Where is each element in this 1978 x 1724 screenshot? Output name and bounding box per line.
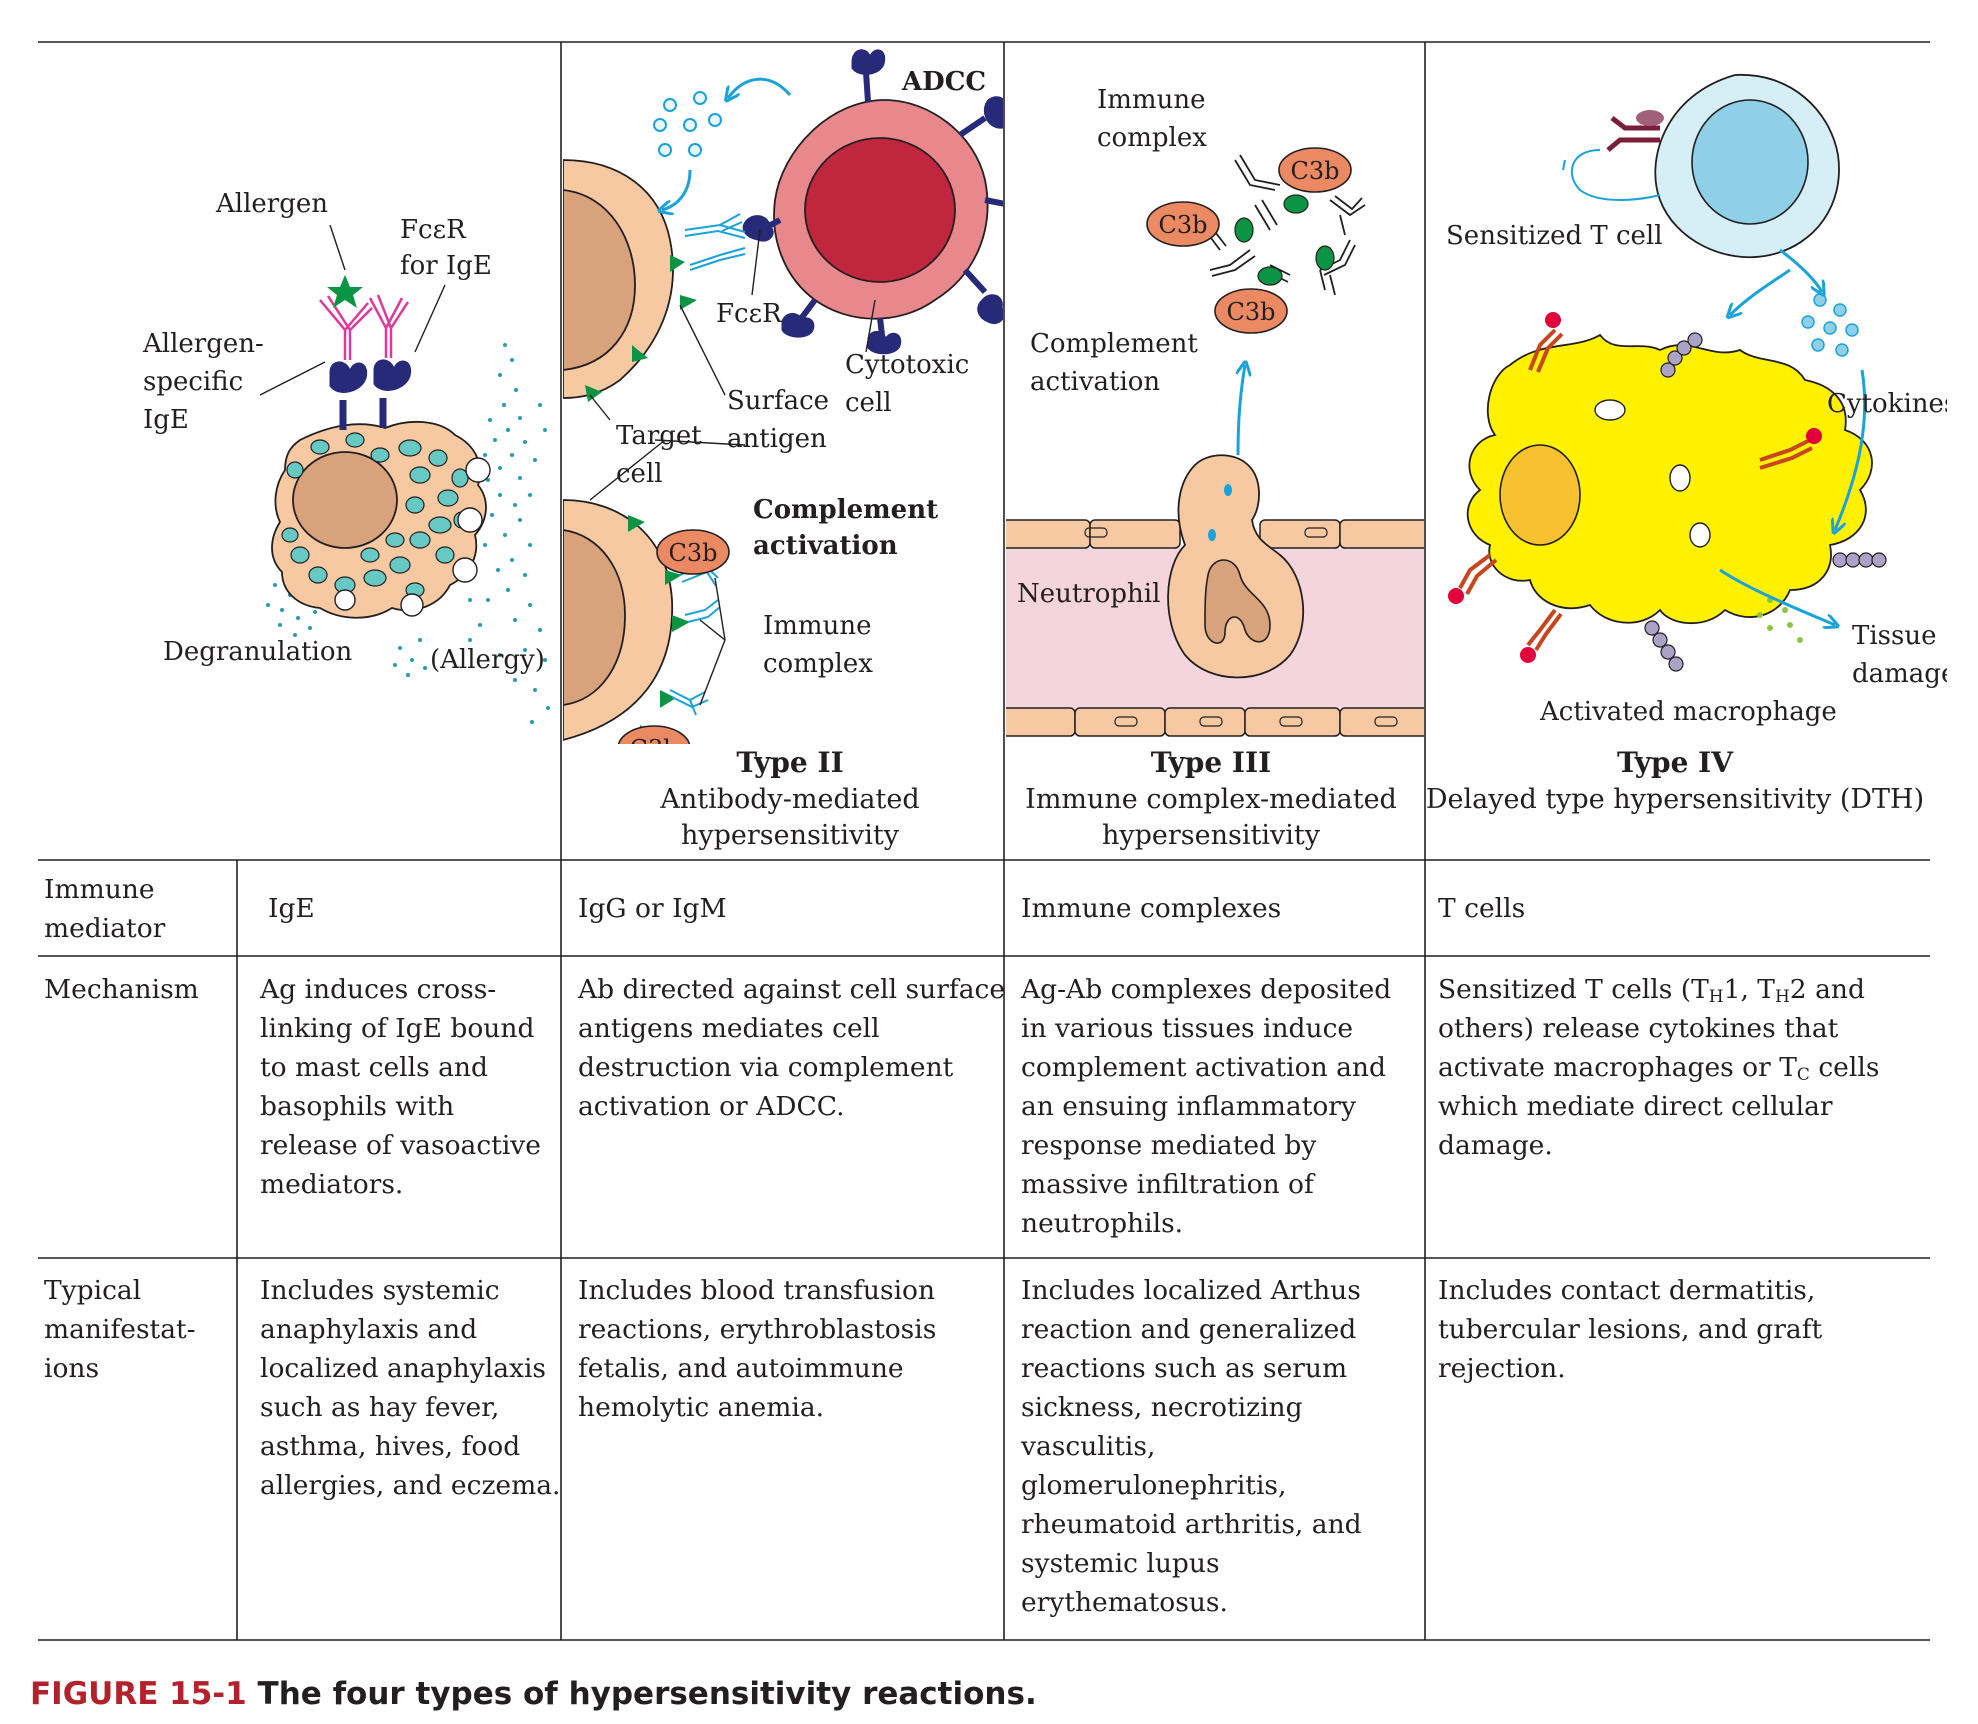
fcer-label-l1: FcεR (400, 215, 467, 245)
cell-type3-manifestations: Includes localized Arthus reaction and g… (1021, 1275, 1362, 1618)
complement-activation-label-l1: Complement (1030, 329, 1198, 359)
bridging-antibody (684, 213, 746, 271)
target-cell-label-l1: Target (616, 421, 702, 451)
type1-title: Type I (358, 746, 452, 779)
granules (281, 432, 471, 598)
cell-type4-mechanism: Sensitized T cells (TH1, TH2 and others)… (1438, 974, 1880, 1161)
type2-title: Type II (736, 746, 843, 779)
surface-antigen-label-l2: antigen (727, 424, 827, 454)
cell-type1-manifestations: Includes systemic anaphylaxis and locali… (260, 1275, 561, 1501)
type3-subtitle-l2: hypersensitivity (1102, 820, 1321, 851)
type3-subtitle-l1: Immune complex-mediated (1025, 784, 1397, 815)
neutrophil-label: Neutrophil (1017, 579, 1160, 609)
cell-type3-mechanism: Ag-Ab complexes deposited in various tis… (1021, 974, 1392, 1239)
allergy-label: (Allergy) (430, 645, 545, 675)
cell-type2-manifestations: Includes blood transfusion reactions, er… (578, 1275, 937, 1423)
fcer-label: FcεR (716, 299, 783, 329)
c3b-label: C3b (1159, 211, 1208, 239)
immune-complex-label-l2: complex (1097, 123, 1207, 153)
neutrophil-nucleus (1204, 559, 1271, 644)
c3b-ellipses (617, 529, 730, 744)
c3b-ellipses (1146, 147, 1352, 334)
allergen-specific-ige (319, 294, 410, 360)
c3b-label: C3b (1291, 157, 1340, 185)
ige-label-l2: specific (143, 367, 243, 397)
c3b-label: C3b (1227, 298, 1276, 326)
adcc-label: ADCC (901, 67, 986, 97)
tissue-damage-label-l2: damage (1852, 659, 1956, 689)
cytokines-label: Cytokines (1827, 389, 1957, 419)
cell-type2-mediator: IgG or IgM (578, 893, 727, 924)
complement-activation-label-l2: activation (753, 531, 898, 561)
allergen-label: Allergen (215, 189, 328, 219)
t-cell-nucleus (1691, 99, 1809, 225)
cytotoxic-label-l2: cell (845, 388, 892, 418)
target-cell-label-l2: cell (616, 459, 663, 489)
row-header-immune-mediator: Immune mediator (44, 874, 166, 944)
cell-type1-mechanism: Ag induces cross- linking of IgE bound t… (260, 974, 541, 1200)
complement-activation-label-l2: activation (1030, 367, 1160, 397)
c3b-label: C3b (630, 735, 679, 763)
type4-illustration: Sensitized T cell Cytokines Tissue damag… (1446, 74, 1957, 727)
mast-cell-nucleus (292, 451, 398, 549)
fcer-label-l2: for IgE (400, 251, 492, 281)
cell-type1-mediator: IgE (268, 893, 315, 924)
type4-subtitle: Delayed type hypersensitivity (DTH) (1426, 784, 1924, 815)
tissue-damage-label-l1: Tissue (1852, 621, 1936, 651)
endothelial-cells (1006, 519, 1424, 737)
type1-illustration: Allergen FcεR for IgE Allergen- specific… (142, 189, 550, 815)
macrophage-receptors (1458, 328, 1813, 652)
type2-subtitle-l1: Antibody-mediated (659, 784, 919, 815)
type1-subtitle: Allergy and Atopy (282, 784, 529, 815)
macrophage-nucleus (1499, 444, 1581, 546)
row-header-mechanism: Mechanism (44, 974, 199, 1005)
c3b-label: C3b (669, 539, 718, 567)
released-granules (266, 343, 550, 724)
ige-label-l1: Allergen- (142, 329, 264, 359)
immune-complex-label-l2: complex (763, 649, 873, 679)
surface-antigen-label-l1: Surface (727, 386, 829, 416)
type2-illustration: C3b C3b ADCC FcεR Cytotoxic cell Surface… (563, 49, 1003, 763)
activated-macrophage-label: Activated macrophage (1539, 697, 1837, 727)
table-grid (38, 41, 1930, 1641)
cytotoxic-label-l1: Cytotoxic (845, 350, 969, 380)
cell-type4-mediator: T cells (1438, 893, 1526, 924)
cytokine-receptor-chains (1644, 332, 1887, 672)
type4-title: Type IV (1617, 746, 1734, 779)
row-header-typical-manifestations: Typical manifestat- ions (44, 1275, 196, 1384)
degranulation-label: Degranulation (163, 637, 353, 667)
cell-type3-mediator: Immune complexes (1021, 893, 1282, 924)
ige-label-l3: IgE (143, 405, 189, 435)
released-granules-type2 (653, 91, 722, 157)
sensitized-t-cell-label: Sensitized T cell (1446, 221, 1663, 251)
immune-complex-label-l1: Immune (763, 611, 871, 641)
type3-title: Type III (1151, 746, 1271, 779)
cell-type2-mechanism: Ab directed against cell surface antigen… (578, 974, 1006, 1122)
complement-activation-label-l1: Complement (753, 495, 938, 525)
cytotoxic-nucleus (804, 137, 956, 283)
cell-type4-manifestations: Includes contact dermatitis, tubercular … (1438, 1275, 1823, 1384)
allergen-star (327, 275, 363, 308)
figure-caption: FIGURE 15-1 The four types of hypersensi… (30, 1676, 1037, 1712)
figure-caption-text: The four types of hypersensitivity react… (246, 1676, 1037, 1712)
cytokines (1801, 293, 1859, 357)
immune-complex-label-l1: Immune (1097, 85, 1205, 115)
cytotoxic-receptors (742, 49, 1003, 355)
figure-number: FIGURE 15-1 (30, 1676, 247, 1712)
type2-subtitle-l2: hypersensitivity (681, 820, 900, 851)
t-cell-receptor (1562, 110, 1664, 201)
fceri-receptors (329, 359, 412, 430)
type3-illustration: C3b C3b C3b Immune complex Complement ac… (1006, 85, 1424, 737)
